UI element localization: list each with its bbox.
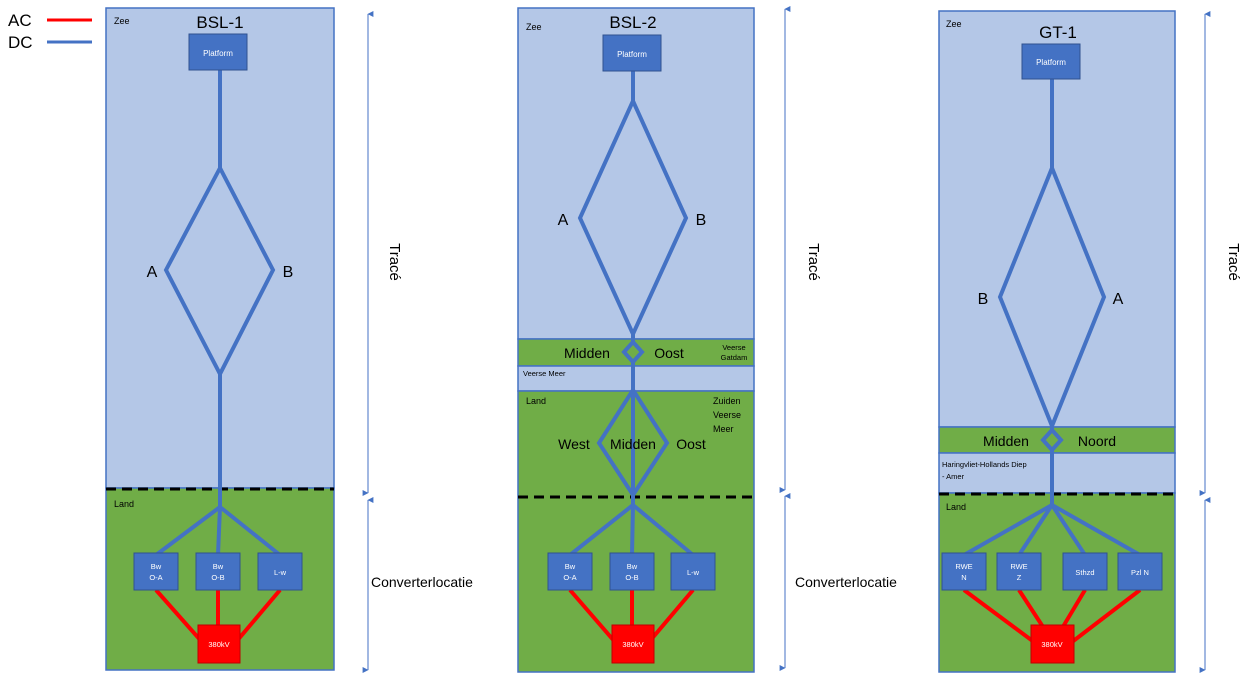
meer-area <box>517 365 755 392</box>
converter-station <box>195 552 241 591</box>
legend-dc-label: DC <box>8 33 33 52</box>
station-label: RWE <box>1010 562 1027 571</box>
converter-label: Converterlocatie <box>795 574 897 590</box>
dc-cable-route <box>154 70 282 557</box>
gatdam-name: Veerse <box>722 343 745 352</box>
platform-box <box>1021 43 1081 80</box>
station-label: L-w <box>274 568 287 577</box>
zuiden-label: Veerse <box>713 410 741 420</box>
substation-380kv <box>1030 624 1075 664</box>
substation-380kv <box>197 624 241 664</box>
converter-label: Converterlocatie <box>371 574 473 590</box>
station-label: O-B <box>211 573 224 582</box>
trace-label: Tracé <box>386 243 403 281</box>
zuiden-label: Meer <box>713 424 734 434</box>
route-label-right: B <box>696 212 707 229</box>
station-label: Bw <box>627 562 638 571</box>
strip-route-left: Midden <box>983 433 1029 449</box>
strip-route-right: Noord <box>1078 433 1116 449</box>
platform-label: Platform <box>1036 58 1066 67</box>
platform-label: Platform <box>203 49 233 58</box>
converter-station <box>996 552 1042 591</box>
panel-gt-1: Zee GT-1 Platform B A Midden Noord Harin… <box>938 10 1176 673</box>
land-label: Land <box>114 499 134 509</box>
station-label: O-A <box>149 573 162 582</box>
station-label: Bw <box>213 562 224 571</box>
platform-box <box>188 33 248 71</box>
platform-box <box>602 34 662 72</box>
station-label: L-w <box>687 568 700 577</box>
panel-bsl-2: Zee BSL-2 Platform A B Midden Oost Veers… <box>517 7 755 673</box>
station-label: Sthzd <box>1075 568 1094 577</box>
converter-station <box>609 552 655 591</box>
station-label: O-A <box>563 573 576 582</box>
trace-label: Tracé <box>1225 243 1242 281</box>
trace-label: Tracé <box>805 243 822 281</box>
ac-connections <box>154 588 282 644</box>
converter-station <box>257 552 303 591</box>
land-route-oost: Oost <box>676 436 706 452</box>
station-label: N <box>961 573 966 582</box>
converter-station <box>670 552 716 591</box>
strip-area <box>938 426 1176 454</box>
dc-cable-route <box>963 78 1141 557</box>
dc-cable-route <box>568 70 695 557</box>
route-label-left: A <box>558 212 569 229</box>
panel-bsl-1: Zee BSL-1 Land Platform A B Bw O-A Bw O-… <box>105 7 335 671</box>
route-label-left: B <box>978 291 989 308</box>
converter-station <box>1117 552 1163 591</box>
ac-connections <box>568 588 695 644</box>
meer-label: Veerse Meer <box>523 369 566 378</box>
route-label-left: A <box>147 264 158 281</box>
land-label: Land <box>946 502 966 512</box>
ac-connections <box>962 588 1142 644</box>
zee-label: Zee <box>114 16 130 26</box>
panel-title: BSL-2 <box>609 13 656 32</box>
legend-ac-label: AC <box>8 11 32 30</box>
land-route-midden: Midden <box>610 436 656 452</box>
station-label: Bw <box>565 562 576 571</box>
converter-station <box>941 552 987 591</box>
land-label: Land <box>526 396 546 406</box>
water-label: - Amer <box>942 472 965 481</box>
gatdam-route-right: Oost <box>654 345 684 361</box>
panel-title: BSL-1 <box>196 13 243 32</box>
zuiden-label: Zuiden <box>713 396 741 406</box>
station-label: O-B <box>625 573 638 582</box>
converter-station <box>1062 552 1108 591</box>
station-label: RWE <box>955 562 972 571</box>
zee-label: Zee <box>526 22 542 32</box>
station-label: Z <box>1017 573 1022 582</box>
gatdam-name: Gatdam <box>721 353 748 362</box>
platform-label: Platform <box>617 50 647 59</box>
route-label-right: B <box>283 264 294 281</box>
zee-label: Zee <box>946 19 962 29</box>
water-area <box>938 452 1176 494</box>
panel-title: GT-1 <box>1039 23 1077 42</box>
dimension-arrows <box>362 5 1211 673</box>
substation-label: 380kV <box>1041 640 1062 649</box>
route-label-right: A <box>1113 291 1124 308</box>
legend: AC DC <box>8 11 92 52</box>
substation-label: 380kV <box>208 640 229 649</box>
substation-label: 380kV <box>622 640 643 649</box>
station-label: Pzl N <box>1131 568 1149 577</box>
converter-station <box>133 552 179 591</box>
water-label: Haringvliet-Hollands Diep <box>942 460 1027 469</box>
station-label: Bw <box>151 562 162 571</box>
substation-380kv <box>611 624 655 664</box>
gatdam-route-left: Midden <box>564 345 610 361</box>
converter-station <box>547 552 593 591</box>
land-route-west: West <box>558 436 590 452</box>
sea-area <box>938 10 1176 428</box>
